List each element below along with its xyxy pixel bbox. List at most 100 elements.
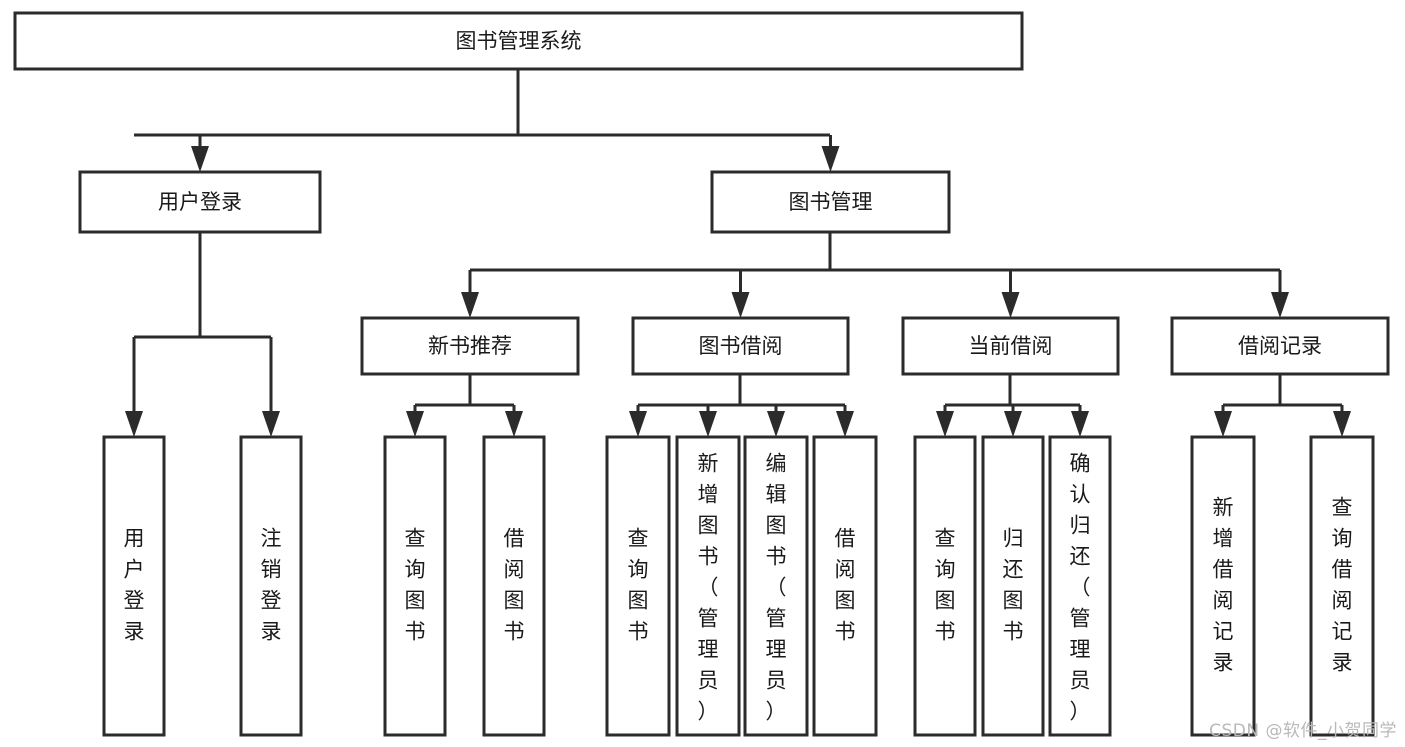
node-leaf-borrow-book-recommend-box [482,435,546,737]
node-leaf-edit-book-admin-label-char: 书 [766,545,787,569]
node-leaf-query-book-borrow-label-char: 查 [628,527,649,551]
node-leaf-return-book-label-char: 书 [1003,620,1024,644]
arrow-head-icon [1271,292,1289,318]
node-leaf-query-borrow-record-label-char: 记 [1332,620,1353,644]
node-leaf-query-borrow-record-box [1309,435,1375,737]
node-new-book-recommend-box [360,316,580,376]
node-leaf-add-book-admin-label-char: 员 [698,669,719,693]
node-leaf-borrow-book-recommend-label-char: 借 [504,527,525,551]
node-leaf-confirm-return-admin-label-char: 归 [1070,514,1091,538]
node-leaf-query-book-recommend-box [383,435,447,737]
node-leaf-borrow-book-recommend-label-char: 图 [504,589,525,613]
arrow-head-icon [1214,411,1232,437]
arrow-head-icon [191,146,209,172]
node-leaf-borrow-book-label-char: 阅 [835,558,856,582]
node-book-management[interactable]: 图书管理 [710,170,951,234]
node-current-borrow-label: 当前借阅 [969,334,1053,358]
node-book-management-box [710,170,951,234]
arrow-head-icon [1001,292,1020,318]
node-leaf-borrow-book-recommend-label-char: 书 [504,620,525,644]
connector-layer [125,69,1351,437]
node-leaf-add-book-admin-label-char: ） [698,700,719,724]
node-leaf-edit-book-admin-label-char: （ [766,576,787,600]
arrow-head-icon [699,411,717,437]
node-leaf-query-book-current-box [913,435,977,737]
arrow-head-icon [125,411,143,437]
node-leaf-query-book-borrow-label-char: 询 [628,558,649,582]
node-leaf-edit-book-admin-label-char: ） [766,700,787,724]
node-borrow-record[interactable]: 借阅记录 [1170,316,1390,376]
arrow-head-icon [1333,411,1351,437]
node-leaf-query-borrow-record-label-char: 查 [1332,496,1353,520]
node-book-borrow[interactable]: 图书借阅 [631,316,850,376]
node-new-book-recommend[interactable]: 新书推荐 [360,316,580,376]
node-new-book-recommend-label: 新书推荐 [428,334,512,358]
node-leaf-user-login-label-char: 登 [124,589,145,613]
node-leaf-query-borrow-record-label-char: 询 [1332,527,1353,551]
node-leaf-add-borrow-record-label-char: 借 [1213,558,1234,582]
node-leaf-query-book-current-label-char: 查 [935,527,956,551]
arrow-head-icon [505,411,523,437]
node-leaf-user-login-label-char: 录 [124,620,145,644]
node-leaf-add-book-admin-label-char: （ [698,576,719,600]
node-leaf-edit-book-admin-box [743,435,809,737]
node-leaf-borrow-book-label-char: 书 [835,620,856,644]
node-leaf-add-book-admin-label-char: 书 [698,545,719,569]
node-leaf-add-borrow-record-box [1190,435,1256,737]
node-leaf-return-book-box [981,435,1045,737]
arrow-head-icon [731,292,750,318]
node-leaf-borrow-book-box [812,435,878,737]
arrow-head-icon [836,411,854,437]
node-borrow-record-box [1170,316,1390,376]
node-user-login[interactable]: 用户登录 [78,170,322,234]
node-leaf-user-login-label-char: 户 [124,558,145,582]
node-leaf-add-book-admin-label-char: 新 [698,452,719,476]
node-leaf-query-borrow-record-label-char: 借 [1332,558,1353,582]
node-current-borrow[interactable]: 当前借阅 [901,316,1120,376]
arrow-head-icon [1071,411,1089,437]
node-leaf-add-book-admin-label-char: 理 [698,638,719,662]
node-book-borrow-label: 图书借阅 [699,334,783,358]
node-leaf-logout-login-label-char: 登 [261,589,282,613]
node-leaf-logout-login-box [239,435,303,737]
node-leaf-edit-book-admin-label-char: 管 [766,607,787,631]
node-user-login-label: 用户登录 [158,190,242,214]
node-leaf-query-book-borrow-box [605,435,671,737]
arrow-head-icon [821,146,840,172]
node-leaf-confirm-return-admin-label-char: 确 [1070,452,1091,476]
node-leaf-confirm-return-admin-box [1048,435,1112,737]
node-leaf-edit-book-admin-label-char: 图 [766,514,787,538]
node-leaf-query-book-borrow-label-char: 图 [628,589,649,613]
node-leaf-logout-login-label-char: 录 [261,620,282,644]
arrow-head-icon [936,411,954,437]
node-leaf-confirm-return-admin-label-char: 还 [1070,545,1091,569]
node-leaf-query-book-recommend-label-char: 查 [405,527,426,551]
arrow-head-icon [461,292,479,318]
node-leaf-query-borrow-record-label-char: 录 [1332,651,1353,675]
node-leaf-return-book-label-char: 图 [1003,589,1024,613]
node-leaf-add-borrow-record-label-char: 增 [1213,527,1234,551]
node-leaf-query-book-borrow-label-char: 书 [628,620,649,644]
node-leaf-user-login[interactable]: 用户登录 [102,435,166,737]
node-root[interactable]: 图书管理系统 [13,11,1024,71]
node-leaf-edit-book-admin-label-char: 理 [766,638,787,662]
node-root-box [13,11,1024,71]
arrow-head-icon [406,411,424,437]
node-root-label: 图书管理系统 [456,29,582,53]
node-leaf-query-book-recommend-label-char: 图 [405,589,426,613]
arrow-head-icon [629,411,647,437]
node-leaf-confirm-return-admin-label-char: ） [1070,700,1091,724]
